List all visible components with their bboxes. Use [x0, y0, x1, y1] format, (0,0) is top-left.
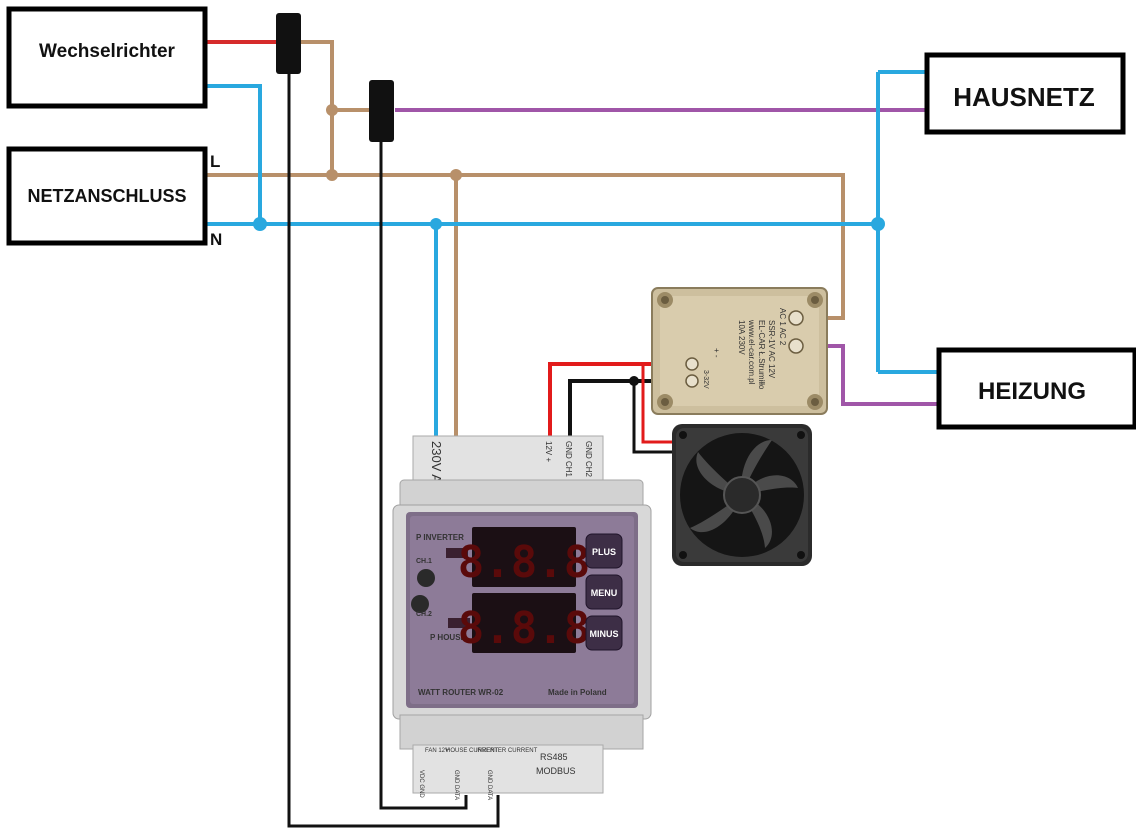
house-box: HAUSNETZ	[924, 52, 1126, 135]
relay-text-line: 10A 230V	[737, 320, 746, 355]
inverter-box: Wechselrichter	[6, 6, 208, 109]
menu-button[interactable]: MENU	[585, 574, 623, 610]
junction-dot	[450, 169, 462, 181]
fan-black-wire	[632, 381, 676, 454]
terminal-fan-label: FAN 12V	[425, 748, 449, 754]
wires	[205, 40, 940, 828]
terminal-12v-label: 12V +	[544, 441, 553, 462]
inverter-label: Wechselrichter	[39, 41, 175, 62]
relay-text-line: SSR-1V AC 12V	[767, 320, 776, 379]
current-transformer-house	[369, 80, 394, 142]
junction-dot	[430, 218, 442, 230]
p-house-label: P HOUSE	[430, 633, 467, 642]
junctions	[253, 104, 885, 386]
plus-button[interactable]: PLUS	[585, 533, 623, 569]
junction-dot	[326, 104, 338, 116]
junction-dot	[629, 376, 639, 386]
ch2-label: CH.2	[416, 611, 432, 618]
junction-dot	[871, 217, 885, 231]
router-bottom-terminal-labels: FAN 12V HOUSE CURRENT INVERTER CURRENT V…	[418, 748, 576, 800]
relay-text: AC 1 AC 2 SSR-1V AC 12V EL-CAR Ł.Strumił…	[702, 308, 787, 390]
junction-dot	[326, 169, 338, 181]
house-label: HAUSNETZ	[953, 82, 1095, 112]
heater-label: HEIZUNG	[978, 378, 1086, 405]
terminal-inverter-current-label: INVERTER CURRENT	[476, 748, 538, 754]
fan-icon	[672, 424, 812, 566]
solid-state-relay: AC 1 AC 2 SSR-1V AC 12V EL-CAR Ł.Strumił…	[651, 287, 828, 415]
minus-button-label: MINUS	[590, 629, 619, 639]
router-top-terminal-labels: 230V AC 12V + GND CH1 GND CH2	[429, 441, 593, 492]
minus-button[interactable]: MINUS	[585, 615, 623, 651]
line-label-N: N	[210, 230, 222, 249]
terminal-data-inverter-label: GND DATA	[486, 770, 492, 800]
relay-text-line: AC 1 AC 2	[778, 308, 787, 346]
relay-text-line: www.el-car.com.pl	[747, 319, 756, 385]
ct1-signal-wire	[287, 74, 500, 828]
watt-router: 230V AC 12V + GND CH1 GND CH2 P INVERTER…	[392, 435, 652, 800]
ssr-plus-wire	[548, 362, 692, 438]
router-made-in-label: Made in Poland	[548, 688, 607, 697]
grid-label: NETZANSCHLUSS	[27, 186, 186, 206]
terminal-vdc-label: VDC GND	[418, 770, 424, 798]
display-top: 8.8.8	[458, 537, 590, 588]
relay-text-line: EL-CAR Ł.Strumiłło	[757, 320, 766, 390]
rs485-label: RS485	[540, 752, 568, 762]
terminal-gnd-ch2-label: GND CH2	[584, 441, 593, 478]
junction-dot	[253, 217, 267, 231]
display-bottom: 8.8.8	[458, 603, 590, 654]
terminal-gnd-ch1-label: GND CH1	[564, 441, 573, 478]
menu-button-label: MENU	[591, 588, 618, 598]
modbus-label: MODBUS	[536, 766, 576, 776]
router-model-label: WATT ROUTER WR-02	[418, 688, 504, 697]
terminal-data-house-label: GND DATA	[453, 770, 459, 800]
inverter-neutral-wire	[205, 84, 262, 224]
ch1-label: CH.1	[416, 558, 432, 565]
relay-dc-terminal: + -	[712, 348, 721, 358]
current-transformer-inverter	[276, 13, 301, 74]
inverter-phase-brown-wire	[300, 40, 334, 175]
p-inverter-label: P INVERTER	[416, 533, 464, 542]
grid-box: NETZANSCHLUSS	[6, 146, 208, 246]
heater-box: HEIZUNG	[936, 347, 1136, 430]
line-label-L: L	[210, 152, 220, 171]
ct2-signal-wire	[379, 142, 468, 810]
terminal-ac-label: 230V AC	[429, 441, 444, 492]
plus-button-label: PLUS	[592, 547, 616, 557]
relay-dc-voltage: 3-32V	[702, 370, 709, 389]
terminal-house-current-label: HOUSE CURRENT	[446, 748, 499, 754]
fan-red-wire	[641, 364, 676, 444]
